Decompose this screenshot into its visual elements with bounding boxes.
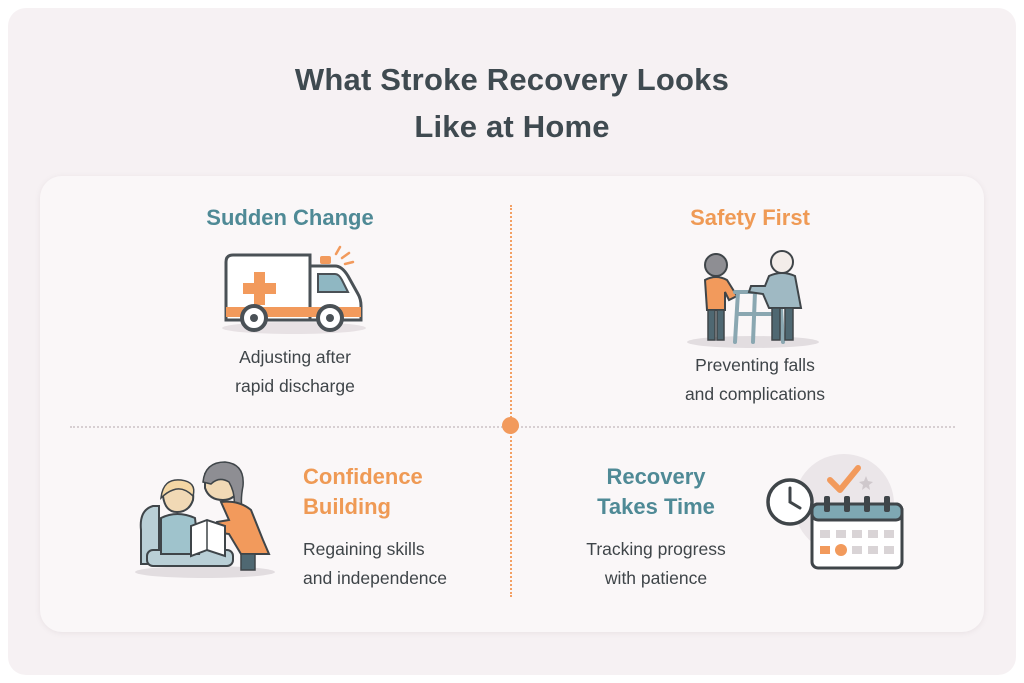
quadrant-recovery-takes-time-description: Tracking progress with patience: [586, 539, 726, 588]
title-line-2: Like at Home: [414, 109, 610, 144]
quadrant-confidence-building-description: Regaining skills and independence: [303, 539, 448, 588]
walker-assist-icon: [687, 250, 819, 348]
quadrant-safety-first-heading: Safety First: [690, 205, 810, 230]
center-dot: [502, 417, 519, 434]
quadrant-recovery-takes-time-heading: Recovery Takes Time: [597, 464, 715, 519]
caregiver-reading-icon: [135, 461, 275, 578]
page-title: What Stroke Recovery Looks Like at Home: [0, 56, 1024, 150]
title-line-1: What Stroke Recovery Looks: [294, 62, 730, 97]
quadrant-confidence-building-heading: Confidence Building: [303, 464, 423, 519]
calendar-clock-icon: [766, 454, 904, 570]
quadrant-safety-first-description: Preventing falls and complications: [684, 355, 826, 404]
ambulance-icon: [222, 245, 366, 334]
vertical-divider: [510, 205, 512, 597]
quadrant-sudden-change-heading: Sudden Change: [206, 205, 374, 230]
quadrant-sudden-change-description: Adjusting after rapid discharge: [235, 347, 355, 396]
